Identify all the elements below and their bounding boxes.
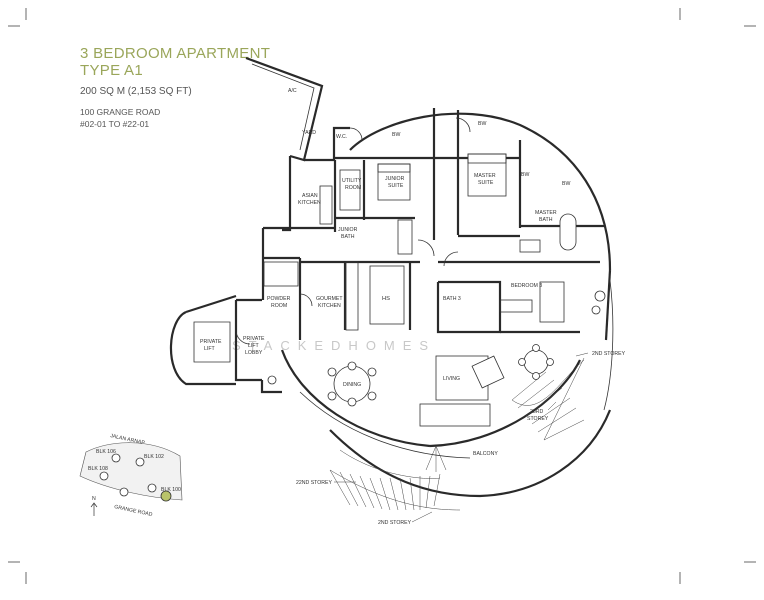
label-ac: A/C	[288, 88, 297, 94]
label-balcony: BALCONY	[473, 451, 498, 457]
label-private-lift-1: PRIVATE	[200, 339, 222, 345]
label-wc: W.C.	[336, 134, 347, 140]
walls	[169, 56, 614, 498]
label-utility-2: ROOM	[345, 185, 361, 191]
plan-area: 200 SQ M (2,153 SQ FT)	[80, 86, 192, 97]
watermark: STACKEDHOMES	[232, 338, 436, 353]
label-private-lift-2: LIFT	[204, 346, 215, 352]
label-2nd-storey-a: 2ND STOREY	[592, 351, 626, 357]
label-blk-108: BLK 108	[88, 466, 108, 472]
label-22nd-storey: 22ND STOREY	[296, 480, 332, 486]
room-labels: A/C YARD W.C. BW BW BW BW UTILITY ROOM J…	[200, 88, 626, 526]
north-label: N	[92, 496, 96, 502]
label-dining: DINING	[343, 382, 361, 388]
label-bw-1: BW	[392, 132, 400, 138]
furniture	[235, 117, 606, 427]
label-master-bath-2: BATH	[539, 217, 553, 223]
plan-type: TYPE A1	[80, 62, 143, 79]
address-line-2: #02-01 TO #22-01	[80, 119, 150, 129]
label-junior-suite-1: JUNIOR	[385, 176, 405, 182]
north-arrow-icon	[90, 502, 98, 516]
label-asian-kitchen-1: ASIAN	[302, 193, 318, 199]
label-powder-room-1: POWDER	[267, 296, 291, 302]
label-bw-2: BW	[478, 121, 486, 127]
label-gourmet-kitchen-1: GOURMET	[316, 296, 343, 302]
label-asian-kitchen-2: KITCHEN	[298, 200, 321, 206]
label-lift-lobby-3: LOBBY	[245, 350, 263, 356]
label-bw-4: BW	[562, 181, 570, 187]
label-yard: YARD	[302, 130, 316, 136]
label-2nd-storey-b: 2ND STOREY	[378, 520, 412, 526]
key-site-plan: JALAN ARNAP BLK 106 BLK 102 BLK 108 BLK …	[79, 433, 183, 518]
label-bedroom-3: BEDROOM 3	[511, 283, 542, 289]
label-lift-lobby-1: PRIVATE	[243, 336, 265, 342]
crop-marks	[8, 8, 756, 584]
label-gourmet-kitchen-2: KITCHEN	[318, 303, 341, 309]
label-master-suite-2: SUITE	[478, 180, 494, 186]
label-junior-suite-2: SUITE	[388, 183, 404, 189]
label-master-suite-1: MASTER	[474, 173, 496, 179]
label-lift-lobby-2: LIFT	[248, 343, 259, 349]
label-23rd-storey-2: STOREY	[527, 416, 549, 422]
label-junior-bath-1: JUNIOR	[338, 227, 358, 233]
label-23rd-storey-1: 23RD	[530, 409, 544, 415]
label-junior-bath-2: BATH	[341, 234, 355, 240]
label-blk-100: BLK 100	[161, 487, 181, 493]
label-living: LIVING	[443, 376, 460, 382]
label-powder-room-2: ROOM	[271, 303, 287, 309]
balcony-glass-hatching	[329, 357, 585, 511]
address-line-1: 100 GRANGE ROAD	[80, 107, 161, 117]
label-bath-3: BATH 3	[443, 296, 461, 302]
label-hs: HS	[382, 296, 390, 302]
label-utility-1: UTILITY	[342, 178, 362, 184]
label-blk-102: BLK 102	[144, 454, 164, 460]
plan-title: 3 BEDROOM APARTMENT	[80, 45, 271, 62]
label-bw-3: BW	[521, 172, 529, 178]
label-master-bath-1: MASTER	[535, 210, 557, 216]
label-blk-106: BLK 106	[96, 449, 116, 455]
highlight-blk-100	[160, 490, 172, 502]
label-grange-road: GRANGE ROAD	[114, 504, 154, 518]
